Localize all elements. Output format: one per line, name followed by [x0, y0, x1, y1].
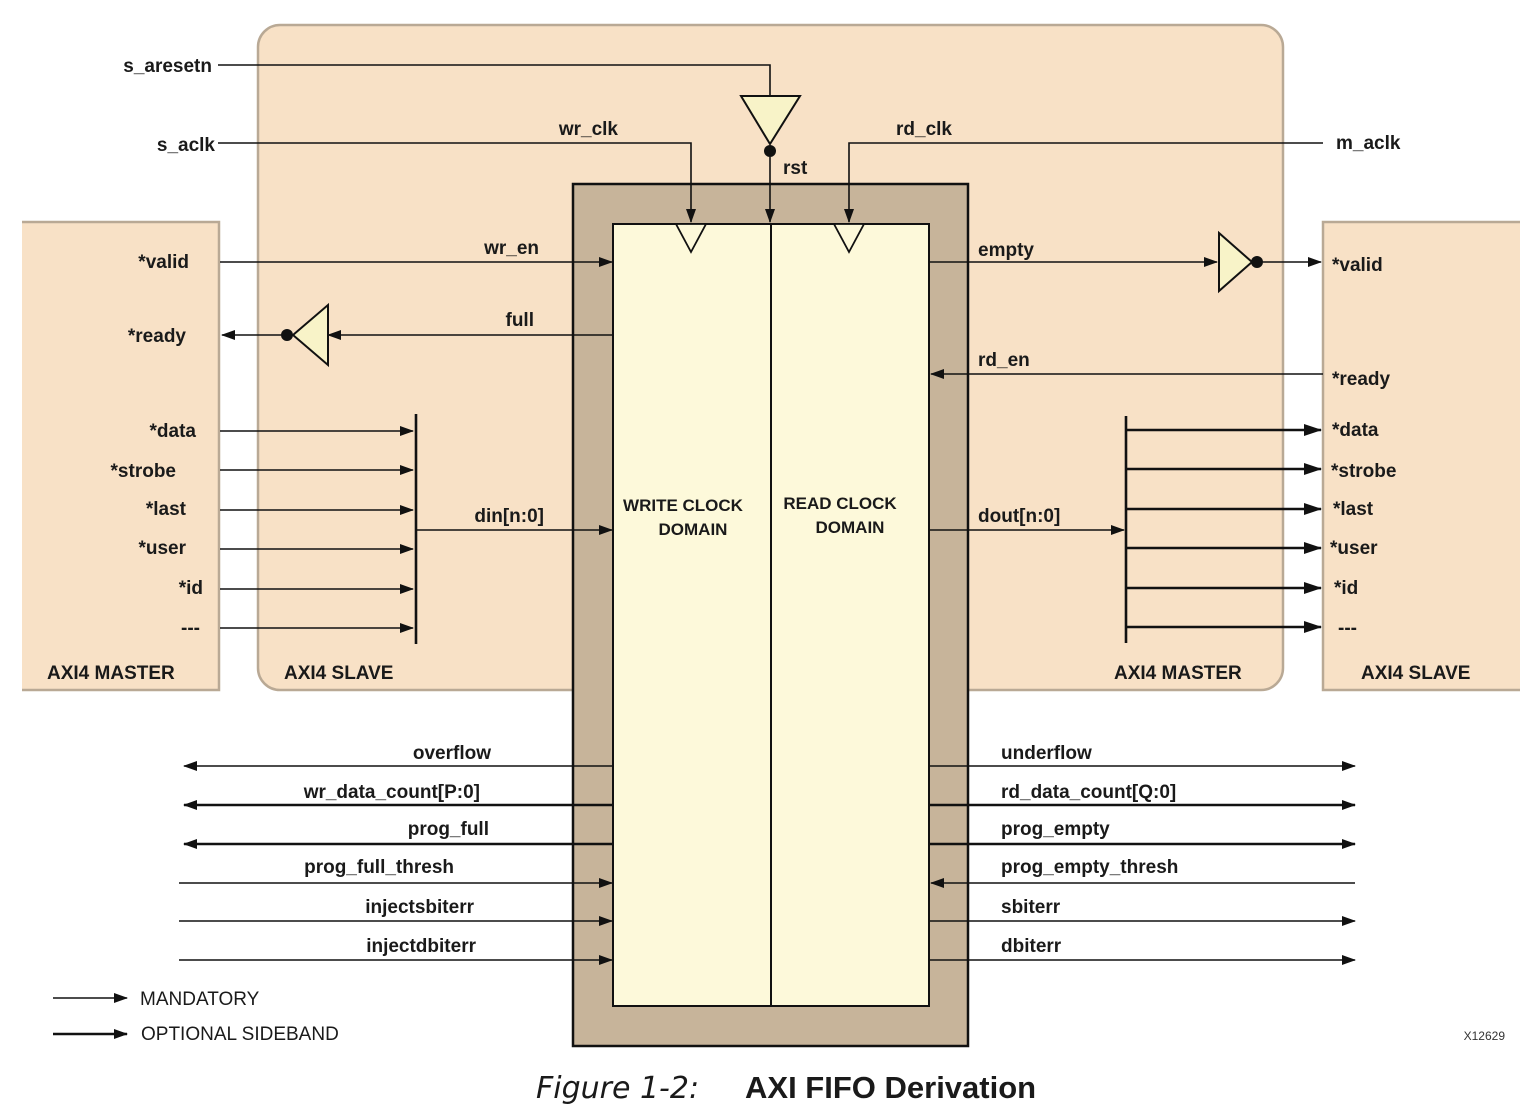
left-ready-label: *ready — [128, 326, 187, 347]
write-domain-line1: WRITE CLOCK — [623, 496, 744, 515]
empty-label: empty — [978, 240, 1034, 261]
caption-prefix: Figure 1-2: — [536, 1071, 699, 1106]
right-user-label: *user — [1330, 538, 1378, 559]
wr-data-count-label: wr_data_count[P:0] — [303, 782, 480, 803]
wr-en-label: wr_en — [483, 238, 539, 259]
read-domain-line1: READ CLOCK — [783, 494, 897, 513]
valid-inverter — [1218, 230, 1254, 294]
left-master-block — [22, 220, 221, 692]
overflow-label: overflow — [413, 743, 491, 764]
reset-inversion-bubble — [764, 145, 776, 157]
right-data-label: *data — [1332, 420, 1379, 441]
left-valid-label: *valid — [138, 252, 189, 273]
left-data-label: *data — [150, 421, 197, 442]
left-id-label: *id — [179, 578, 203, 599]
reset-buffer — [739, 95, 802, 146]
right-id-label: *id — [1334, 578, 1358, 599]
rd-clk-wire — [844, 142, 1323, 223]
left-user-label: *user — [138, 538, 186, 559]
valid-inversion-bubble — [1251, 256, 1263, 268]
figure-id: X12629 — [1464, 1029, 1506, 1043]
wr-clk-label: wr_clk — [558, 119, 619, 140]
right-slave-label: AXI4 SLAVE — [1361, 663, 1470, 684]
full-label: full — [506, 310, 535, 331]
injectsbiterr-label: injectsbiterr — [365, 897, 474, 918]
right-slave-block — [1321, 220, 1520, 692]
left-last-label: *last — [146, 499, 187, 520]
dbiterr-label: dbiterr — [1001, 936, 1062, 957]
s-aresetn-label: s_aresetn — [123, 56, 212, 77]
right-master-label: AXI4 MASTER — [1114, 663, 1242, 684]
write-domain-line2: DOMAIN — [659, 520, 728, 539]
din-label: din[n:0] — [474, 506, 544, 527]
left-strobe-label: *strobe — [111, 461, 176, 482]
rd-data-count-label: rd_data_count[Q:0] — [1001, 782, 1176, 803]
dout-label: dout[n:0] — [978, 506, 1060, 527]
right-etc-label: --- — [1338, 618, 1357, 639]
legend-mandatory-label: MANDATORY — [140, 989, 260, 1010]
wr-clk-wire — [218, 142, 696, 223]
s-aclk-label: s_aclk — [157, 135, 216, 156]
m-aclk-label: m_aclk — [1336, 133, 1401, 154]
prog-full-label: prog_full — [408, 819, 489, 840]
prog-empty-label: prog_empty — [1001, 819, 1110, 840]
rd-en-label: rd_en — [978, 350, 1030, 371]
rd-clk-triangle — [832, 223, 866, 254]
right-ready-label: *ready — [1332, 369, 1391, 390]
prog-full-thresh-label: prog_full_thresh — [304, 857, 454, 878]
wr-clk-triangle — [674, 223, 708, 254]
prog-empty-thresh-label: prog_empty_thresh — [1001, 857, 1178, 878]
read-domain-line2: DOMAIN — [816, 518, 885, 537]
legend-optional-label: OPTIONAL SIDEBAND — [141, 1024, 339, 1045]
underflow-label: underflow — [1001, 743, 1092, 764]
left-master-label: AXI4 MASTER — [47, 663, 175, 684]
rd-clk-label: rd_clk — [896, 119, 952, 140]
left-etc-label: --- — [181, 618, 200, 639]
right-last-label: *last — [1333, 499, 1374, 520]
ready-inversion-bubble — [281, 329, 293, 341]
left-slave-label: AXI4 SLAVE — [284, 663, 393, 684]
right-valid-label: *valid — [1332, 255, 1383, 276]
injectdbiterr-label: injectdbiterr — [366, 936, 476, 957]
rst-label: rst — [783, 158, 808, 179]
right-strobe-label: *strobe — [1331, 461, 1396, 482]
caption-title: AXI FIFO Derivation — [745, 1070, 1036, 1105]
s-aresetn-wire — [218, 64, 771, 96]
sbiterr-label: sbiterr — [1001, 897, 1061, 918]
ready-inverter — [291, 302, 329, 368]
